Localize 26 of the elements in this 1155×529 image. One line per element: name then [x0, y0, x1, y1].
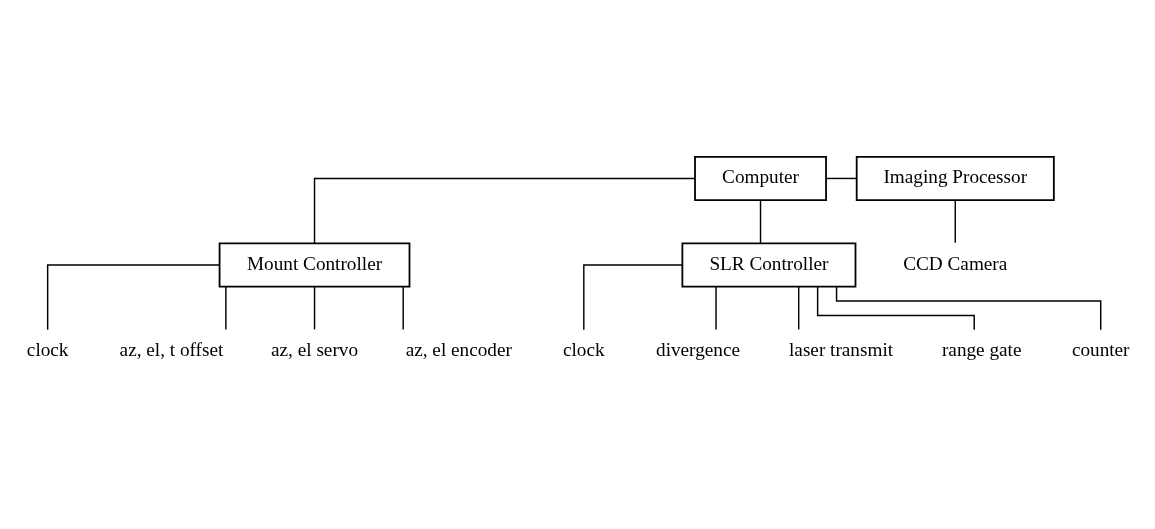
connector [225, 285, 227, 330]
node-text: clock [563, 338, 605, 360]
connector [835, 285, 1102, 331]
node-text: divergence [656, 338, 740, 360]
node-text: range gate [941, 338, 1022, 360]
connector [954, 199, 956, 244]
node-box: Imaging Processor [855, 155, 1055, 201]
connector [46, 263, 221, 330]
node-text: az, el, t offset [119, 338, 224, 360]
node-text: az, el encoder [405, 338, 512, 360]
node-box: Mount Controller [218, 241, 411, 288]
node-text: clock [26, 338, 69, 360]
node-text: CCD Camera [903, 252, 1008, 274]
connector [715, 285, 717, 330]
connector [759, 199, 762, 244]
connector [313, 285, 316, 330]
node-text: az, el servo [271, 338, 359, 360]
connector [797, 285, 800, 330]
connector [313, 177, 696, 244]
connector [402, 285, 404, 330]
node-text: counter [1071, 338, 1130, 360]
connector [583, 263, 684, 330]
node-text: laser transmit [789, 338, 894, 360]
connector [825, 177, 858, 179]
node-box: Computer [694, 155, 827, 201]
node-box: SLR Controller [681, 241, 857, 288]
